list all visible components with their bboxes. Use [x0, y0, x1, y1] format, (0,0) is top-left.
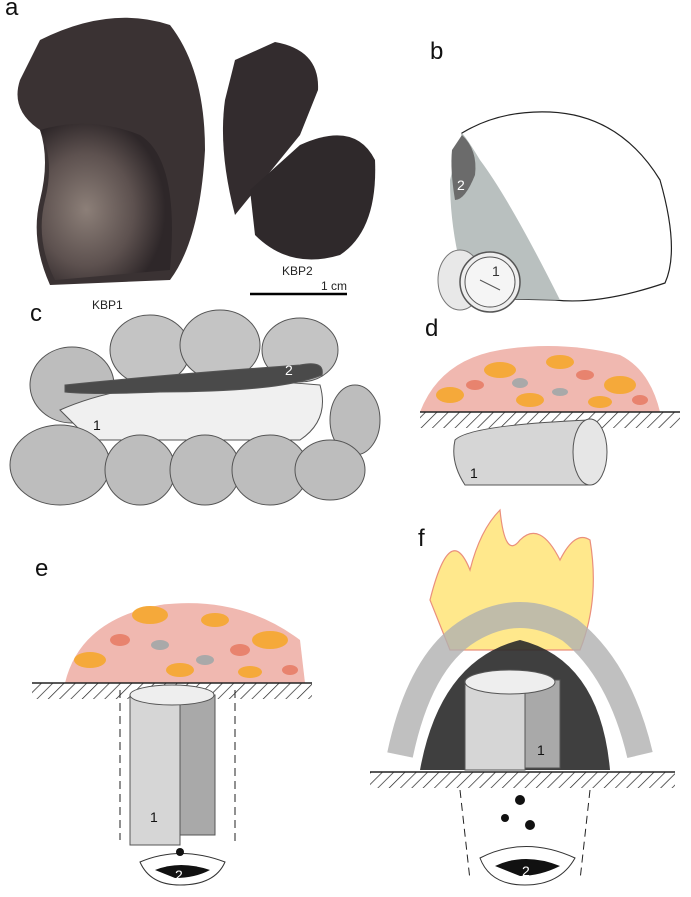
specimen-label-kbp2: KBP2: [282, 264, 313, 278]
diagram-d: 1: [420, 346, 680, 486]
panel-label-b: b: [430, 38, 444, 65]
label-e-2: 2: [175, 867, 183, 883]
label-b-2: 2: [457, 177, 465, 193]
label-c-2: 2: [285, 362, 293, 378]
label-b-1: 1: [492, 263, 500, 279]
panel-label-a: a: [5, 0, 19, 21]
fossil-kbp1: [17, 17, 205, 286]
label-d-1: 1: [470, 465, 478, 481]
panel-label-c: c: [30, 300, 42, 327]
diagram-e: 1 2: [32, 603, 312, 886]
panel-label-e: e: [35, 555, 49, 582]
panel-label-d: d: [425, 315, 439, 342]
diagram-f: 1 2: [370, 508, 675, 886]
label-c-1: 1: [93, 417, 101, 433]
scale-bar-label: 1 cm: [321, 279, 348, 293]
diagram-c: 1 2: [9, 309, 381, 506]
label-f-1: 1: [537, 742, 545, 758]
fossil-kbp2: [222, 42, 376, 260]
specimen-label-kbp1: KBP1: [92, 298, 123, 312]
label-f-2: 2: [522, 863, 530, 879]
diagram-b: 2 1: [437, 111, 673, 313]
panel-label-f: f: [418, 525, 425, 552]
label-e-1: 1: [150, 809, 158, 825]
